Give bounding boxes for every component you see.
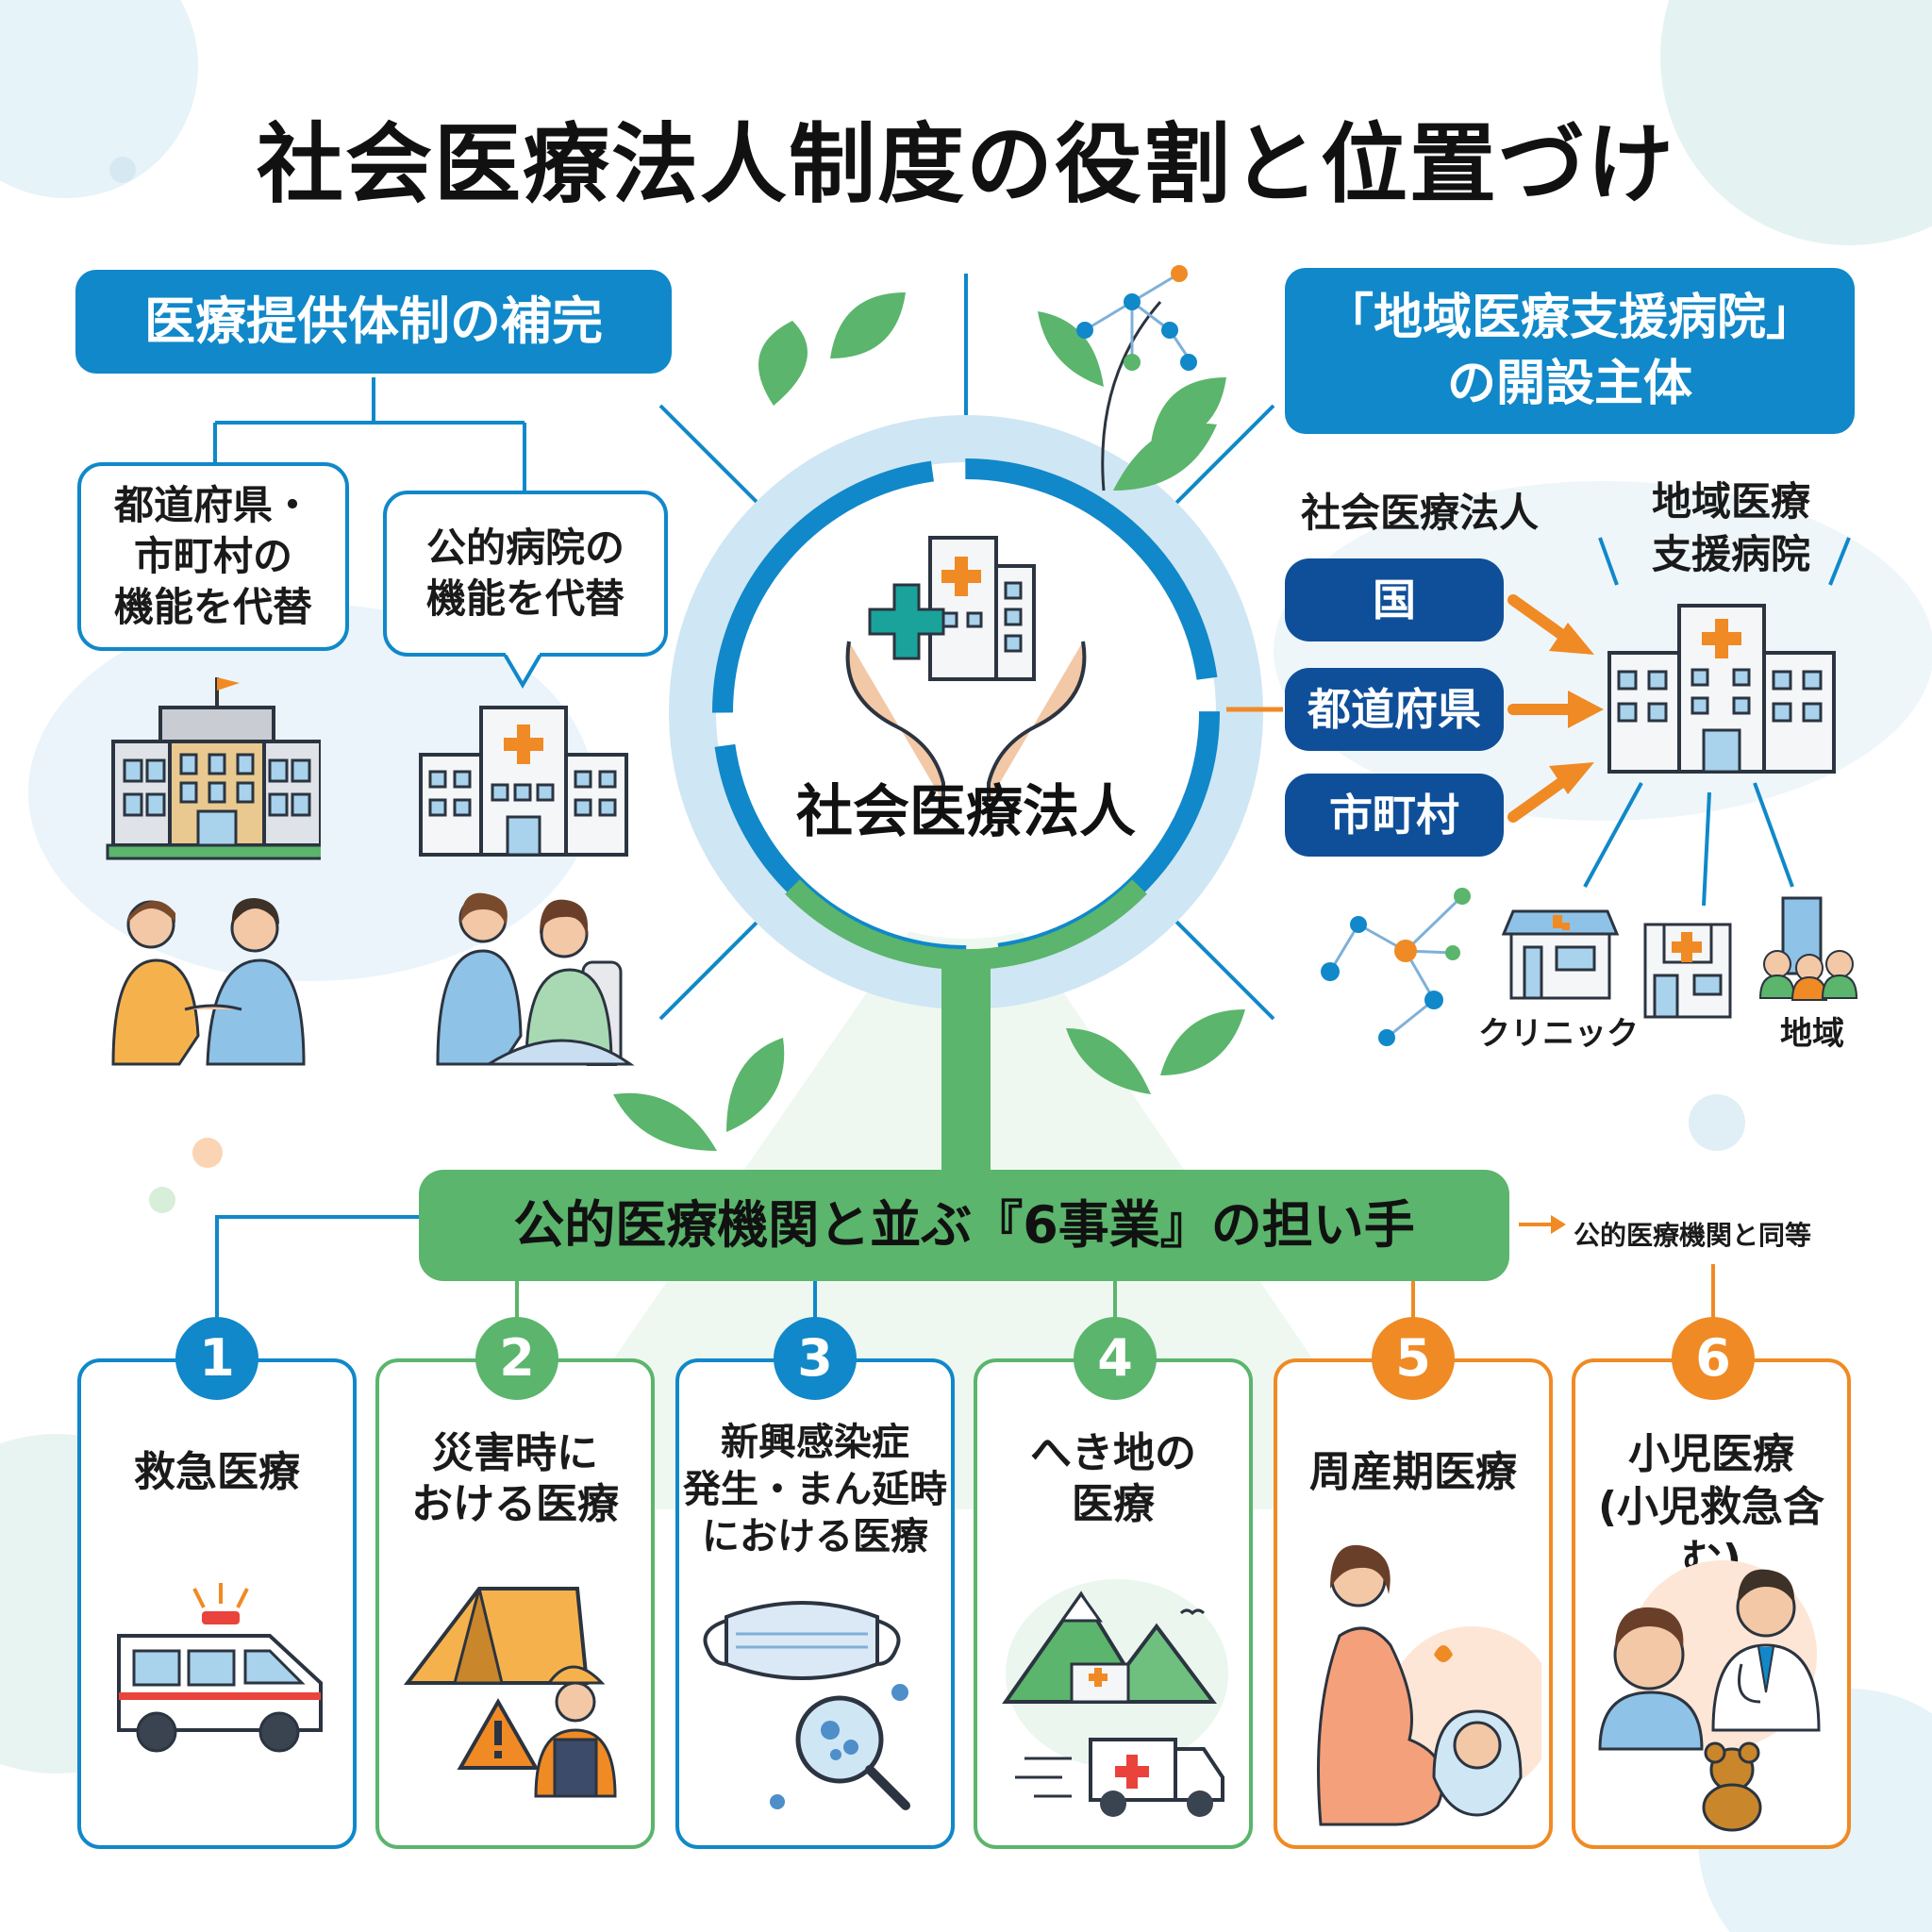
perinatal-mother-baby-icon <box>1317 1544 1541 1826</box>
project-number-1: 1 <box>175 1317 258 1400</box>
column-label-regional-support-hospital: 地域医療 支援病院 <box>1651 478 1810 577</box>
center-diagram <box>613 265 1283 1174</box>
right-section-heading: 「地域医療支援病院」 の開設主体 <box>1285 268 1855 434</box>
community-people-icon <box>1758 896 1858 1001</box>
dot-decoration <box>192 1138 223 1168</box>
community-label: 地域 <box>1780 1015 1844 1053</box>
entity-national: 国 <box>1285 558 1504 641</box>
remote-area-icon <box>1002 1579 1228 1817</box>
project-number-5: 5 <box>1372 1317 1455 1400</box>
entity-municipality: 市町村 <box>1285 774 1504 857</box>
public-hospital-icon <box>419 706 628 857</box>
project-card-3: 新興感染症 発生・まん延時 における医療 <box>675 1358 955 1849</box>
left-section-heading: 医療提供体制の補完 <box>75 270 672 374</box>
right-diagram-graphics <box>1321 537 1858 1046</box>
entity-prefecture: 都道府県 <box>1285 668 1504 751</box>
government-building-icon <box>106 677 321 860</box>
hospital-in-hands-icon <box>845 536 1087 802</box>
entity-municipality-label: 市町村 <box>1329 790 1459 841</box>
project-number-2: 2 <box>475 1317 558 1400</box>
project-card-1-label: 救急医療 <box>134 1448 300 1496</box>
small-clinic-icon <box>1643 923 1732 1019</box>
project-card-6: 小児医療 (小児救急含む) <box>1572 1358 1851 1849</box>
equivalent-note: 公的医療機関と同等 <box>1574 1220 1812 1251</box>
left-connector-lines <box>213 377 526 491</box>
regional-support-hospital-icon <box>1607 604 1836 774</box>
project-card-3-label: 新興感染症 発生・まん延時 における医療 <box>683 1421 947 1558</box>
project-card-2-label: 災害時に おける医療 <box>411 1429 619 1528</box>
caregiver-holding-hands-icon <box>111 898 306 1066</box>
project-card-1: 救急医療 <box>77 1358 357 1849</box>
clinic-icon <box>1501 909 1620 1000</box>
project-card-5-label: 周産期医療 <box>1309 1448 1517 1496</box>
column-label-social-medical-corp: 社会医療法人 <box>1300 490 1539 536</box>
project-card-2: 災害時に おける医療 <box>375 1358 655 1849</box>
center-label: 社会医療法人 <box>796 779 1136 845</box>
bottom-connector-lines <box>215 1215 1715 1321</box>
entity-prefecture-label: 都道府県 <box>1307 684 1481 735</box>
six-projects-banner: 公的医療機関と並ぶ『6事業』の担い手 <box>419 1170 1509 1281</box>
project-card-4-label: へき地の 医療 <box>1030 1429 1196 1528</box>
bubble-tail <box>502 653 543 689</box>
project-number-6: 6 <box>1672 1317 1755 1400</box>
entity-national-label: 国 <box>1373 575 1416 625</box>
project-card-4: へき地の 医療 <box>974 1358 1253 1849</box>
project-number-4: 4 <box>1074 1317 1157 1400</box>
pediatric-doctor-child-icon <box>1598 1560 1821 1832</box>
clinic-label: クリニック <box>1478 1015 1639 1053</box>
disaster-tent-icon <box>403 1587 617 1798</box>
bubble-replace-municipal-function: 都道府県・ 市町村の 機能を代替 <box>77 462 349 651</box>
project-card-5: 周産期医療 <box>1274 1358 1553 1849</box>
project-card-6-label: 小児医療 (小児救急含む) <box>1597 1430 1825 1584</box>
ambulance-icon <box>117 1583 323 1753</box>
mask-virus-icon <box>703 1601 910 1810</box>
project-number-3: 3 <box>774 1317 857 1400</box>
caregiver-with-patient-icon <box>436 892 635 1066</box>
page-title: 社会医療法人制度の役割と位置づけ <box>256 114 1675 215</box>
